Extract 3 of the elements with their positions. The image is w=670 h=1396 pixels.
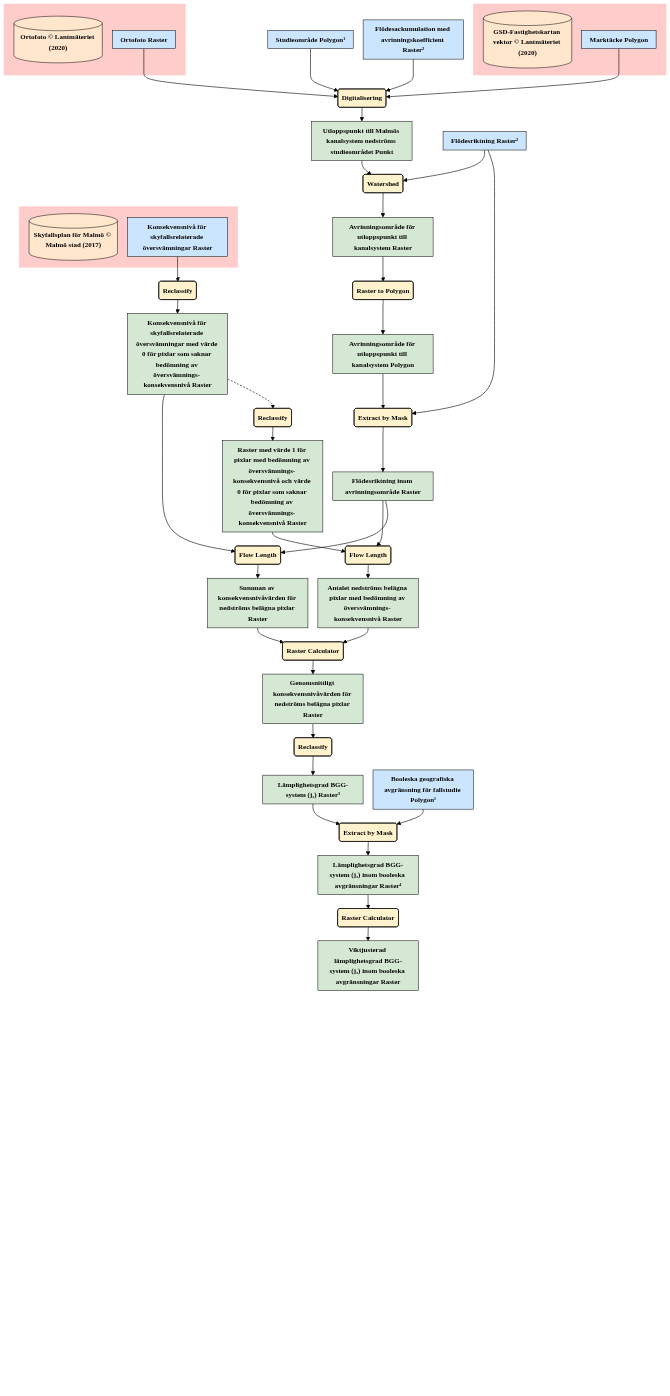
- cluster: [18, 206, 238, 268]
- cluster: [473, 3, 667, 76]
- cluster: [3, 3, 186, 76]
